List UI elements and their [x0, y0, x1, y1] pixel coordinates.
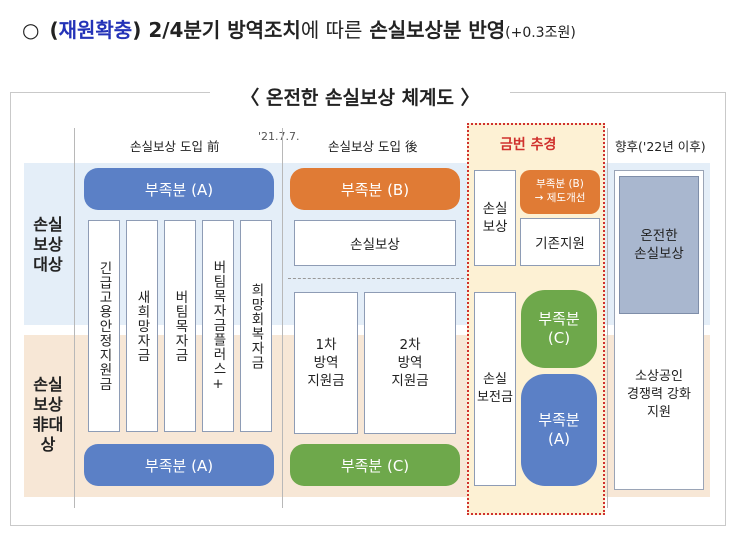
col-header-current: 금번 추경 — [500, 137, 557, 153]
separator-line — [74, 128, 75, 508]
separator-line — [607, 128, 608, 508]
col-header-date: '21.7.7. — [258, 130, 300, 143]
shortfall-a-blob: 부족분 (A) — [521, 374, 597, 486]
separator-line — [282, 128, 283, 508]
second-quarantine-support-box: 2차 방역 지원금 — [364, 292, 456, 434]
shortfall-a-top-pill: 부족분 (A) — [84, 168, 274, 210]
loss-preservation-box: 손실 보전금 — [474, 292, 516, 486]
current-loss-compensation-box: 손실 보상 — [474, 170, 516, 266]
headline-quarter: 2/4분기 — [148, 18, 221, 42]
headline-tag: 재원확충 — [58, 18, 133, 42]
bullet-icon: ○ — [22, 18, 40, 42]
program-support-fund: 버팀목자금 — [164, 220, 196, 432]
shortfall-b-reform-box: 부족분 (B) → 제도개선 — [520, 170, 600, 214]
existing-support-box: 기존지원 — [520, 218, 600, 266]
shortfall-a-bottom-pill: 부족분 (A) — [84, 444, 274, 486]
headline-amount: (+0.3조원) — [505, 25, 576, 41]
row-label-not-covered: 손실 보상 非대상 — [32, 375, 64, 454]
first-quarantine-support-box: 1차 방역 지원금 — [294, 292, 358, 434]
headline-measure: 방역조치 — [227, 18, 301, 42]
headline-topic: 손실보상분 반영 — [369, 18, 506, 42]
row-label-covered: 손실 보상 대상 — [33, 215, 63, 274]
divider-dashed — [288, 278, 464, 279]
headline: ○(재원확충) 2/4분기 방역조치에 따른 손실보상분 반영(+0.3조원) — [22, 18, 576, 42]
diagram-title: 〈 온전한 손실보상 체계도 〉 — [210, 82, 510, 110]
shortfall-c-blob: 부족분 (C) — [521, 290, 597, 368]
shortfall-b-pill: 부족분 (B) — [290, 168, 460, 210]
shortfall-c-pill: 부족분 (C) — [290, 444, 460, 486]
program-emergency-employment: 긴급고용안정지원금 — [88, 220, 120, 432]
col-header-after: 손실보상 도입 後 — [328, 139, 418, 154]
program-hope-recovery-fund: 희망회복자금 — [240, 220, 272, 432]
col-header-before: 손실보상 도입 前 — [130, 139, 220, 154]
loss-compensation-box: 손실보상 — [294, 220, 456, 266]
col-header-future: 향후('22년 이후) — [615, 139, 706, 154]
future-competitiveness-text: 소상공인 경쟁력 강화 지원 — [627, 368, 691, 421]
program-support-fund-plus: 버팀목자금플러스+ — [202, 220, 234, 432]
program-new-hope-fund: 새희망자금 — [126, 220, 158, 432]
future-full-compensation-box: 온전한 손실보상 — [619, 176, 699, 314]
